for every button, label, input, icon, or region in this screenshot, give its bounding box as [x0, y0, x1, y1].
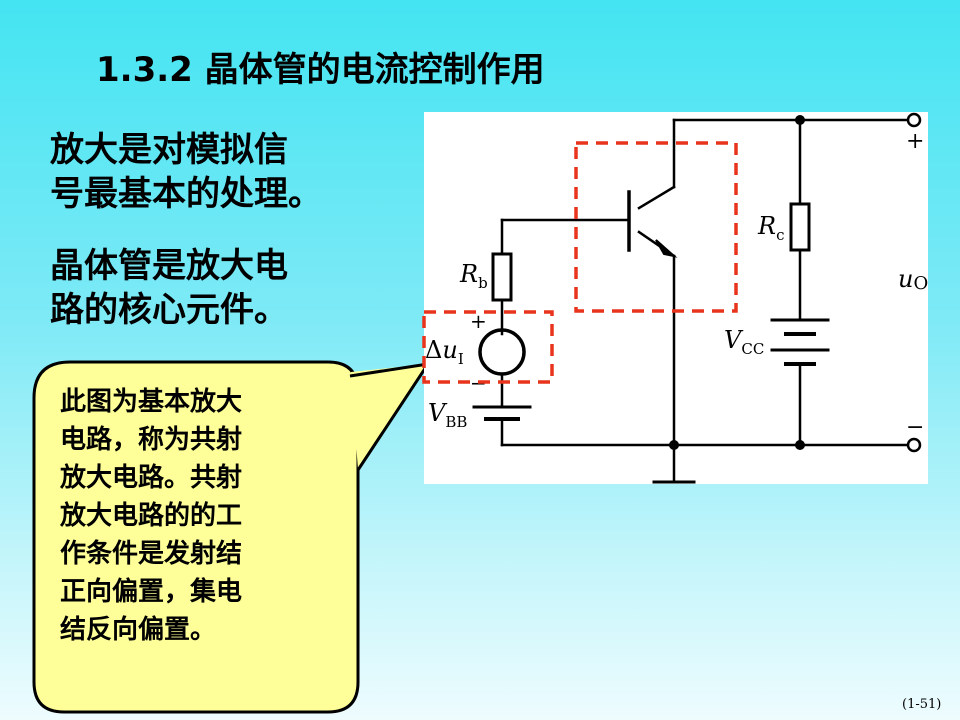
- callout-line: 结反向偏置。: [60, 615, 217, 645]
- slide-title: 1.3.2 晶体管的电流控制作用: [96, 50, 545, 90]
- callout-line: 作条件是发射结: [60, 539, 243, 569]
- circuit-background: [424, 112, 928, 484]
- callout-line: 此图为基本放大: [60, 387, 243, 417]
- vcc-label: VCC: [724, 326, 764, 358]
- source-plus-sign: +: [470, 309, 487, 333]
- output-minus-sign: −: [906, 415, 924, 440]
- junction-dot: [795, 115, 805, 125]
- paragraph-amplification: 放大是对模拟信 号最基本的处理。: [50, 128, 322, 216]
- output-plus-sign: +: [906, 129, 924, 154]
- callout-text: 此图为基本放大 电路，称为共射 放大电路。共射 放大电路的的工 作条件是发射结 …: [60, 383, 242, 649]
- vbb-label: VBB: [428, 399, 467, 431]
- paragraph-line: 放大是对模拟信: [50, 130, 288, 170]
- paragraph-transistor: 晶体管是放大电 路的核心元件。: [50, 244, 288, 332]
- rc-label: Rc: [757, 212, 784, 244]
- output-terminal-bottom: [906, 437, 922, 453]
- uo-label: uO: [898, 265, 928, 294]
- transistor-highlight-box: [574, 141, 738, 313]
- paragraph-line: 路的核心元件。: [50, 290, 288, 330]
- callout-line: 正向偏置，集电: [60, 577, 243, 607]
- paragraph-line: 号最基本的处理。: [50, 174, 322, 214]
- callout-line: 放大电路的的工: [60, 501, 243, 531]
- callout-line: 电路，称为共射: [60, 425, 243, 455]
- amplifier-circuit-diagram: Rb Rc VCC VBB uO + − + −: [424, 112, 928, 484]
- paragraph-line: 晶体管是放大电: [50, 246, 288, 286]
- source-minus-sign: −: [470, 371, 487, 395]
- rb-label: Rb: [459, 260, 488, 292]
- output-terminal-top: [906, 112, 922, 128]
- junction-dot: [669, 440, 679, 450]
- callout-line: 放大电路。共射: [60, 463, 243, 493]
- emitter-arrow-icon: [655, 239, 678, 258]
- junction-dot: [795, 440, 805, 450]
- slide-number: (1-51): [902, 697, 942, 712]
